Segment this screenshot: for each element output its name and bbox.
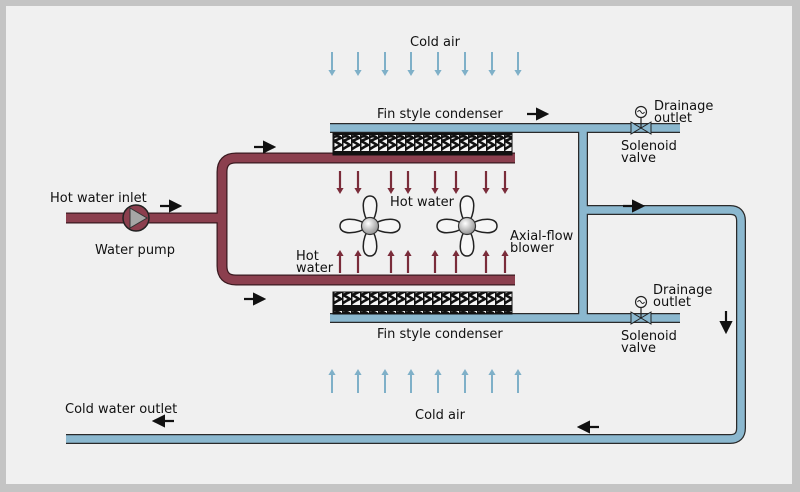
drainage-outlet-label-top: Drainage outlet <box>654 99 718 126</box>
fin-condenser-label-bottom: Fin style condenser <box>377 327 503 342</box>
air-arrow-icon <box>488 52 496 76</box>
hot-water-arrows-down <box>336 171 509 194</box>
air-arrow-icon <box>407 369 415 393</box>
hot-water-arrow-icon <box>501 171 509 194</box>
cold-air-label-bottom: Cold air <box>415 408 466 423</box>
hot-water-arrow-icon <box>482 250 490 273</box>
air-arrow-icon <box>407 52 415 76</box>
air-arrow-icon <box>354 52 362 76</box>
air-arrow-icon <box>381 369 389 393</box>
cold-water-outlet-label: Cold water outlet <box>65 402 177 417</box>
water-pump-label: Water pump <box>95 243 175 258</box>
air-arrow-icon <box>354 369 362 393</box>
hot-water-arrow-icon <box>336 250 344 273</box>
axial-fan-icon <box>436 195 498 257</box>
air-arrow-icon <box>488 369 496 393</box>
air-arrow-icon <box>514 369 522 393</box>
cold-air-label-top: Cold air <box>410 35 461 50</box>
air-arrow-icon <box>461 52 469 76</box>
cold-pipe-network <box>66 123 746 444</box>
hot-water-arrow-icon <box>452 171 460 194</box>
fin-condenser-bottom <box>332 291 513 315</box>
solenoid-valve-label-top: Solenoid valve <box>621 139 681 166</box>
air-arrow-icon <box>434 52 442 76</box>
hot-water-arrow-icon <box>354 171 362 194</box>
hot-water-inlet-label: Hot water inlet <box>50 191 147 206</box>
hot-water-arrow-icon <box>354 250 362 273</box>
hot-water-label-center: Hot water <box>390 195 455 210</box>
hot-water-arrow-icon <box>336 171 344 194</box>
air-arrow-icon <box>381 52 389 76</box>
hot-water-arrow-icon <box>501 250 509 273</box>
axial-fan-icon <box>339 195 401 257</box>
hot-water-arrow-icon <box>452 250 460 273</box>
hot-water-arrow-icon <box>404 171 412 194</box>
hot-water-arrows-up <box>336 250 509 273</box>
cold-air-arrows-bottom <box>328 369 522 393</box>
solenoid-valve-label-bottom: Solenoid valve <box>621 329 681 356</box>
hot-water-arrow-icon <box>482 171 490 194</box>
solenoid-valve-icon[interactable] <box>630 105 652 135</box>
hot-water-arrow-icon <box>431 250 439 273</box>
air-arrow-icon <box>514 52 522 76</box>
fin-condenser-top <box>332 132 513 156</box>
air-arrow-icon <box>434 369 442 393</box>
axial-blower-label: Axial-flow blower <box>510 229 577 256</box>
hot-water-arrow-icon <box>431 171 439 194</box>
hot-water-label-left: Hot water <box>296 249 334 276</box>
hot-water-arrow-icon <box>387 250 395 273</box>
cold-air-arrows-top <box>328 52 522 76</box>
hot-water-arrow-icon <box>387 171 395 194</box>
diagram-frame <box>6 6 792 484</box>
hot-water-arrow-icon <box>404 250 412 273</box>
air-arrow-icon <box>328 369 336 393</box>
drainage-outlet-label-bottom: Drainage outlet <box>653 283 717 310</box>
air-arrow-icon <box>461 369 469 393</box>
water-pump-icon[interactable] <box>122 204 150 232</box>
fin-condenser-label-top: Fin style condenser <box>377 107 503 122</box>
solenoid-valve-icon[interactable] <box>630 295 652 325</box>
air-arrow-icon <box>328 52 336 76</box>
